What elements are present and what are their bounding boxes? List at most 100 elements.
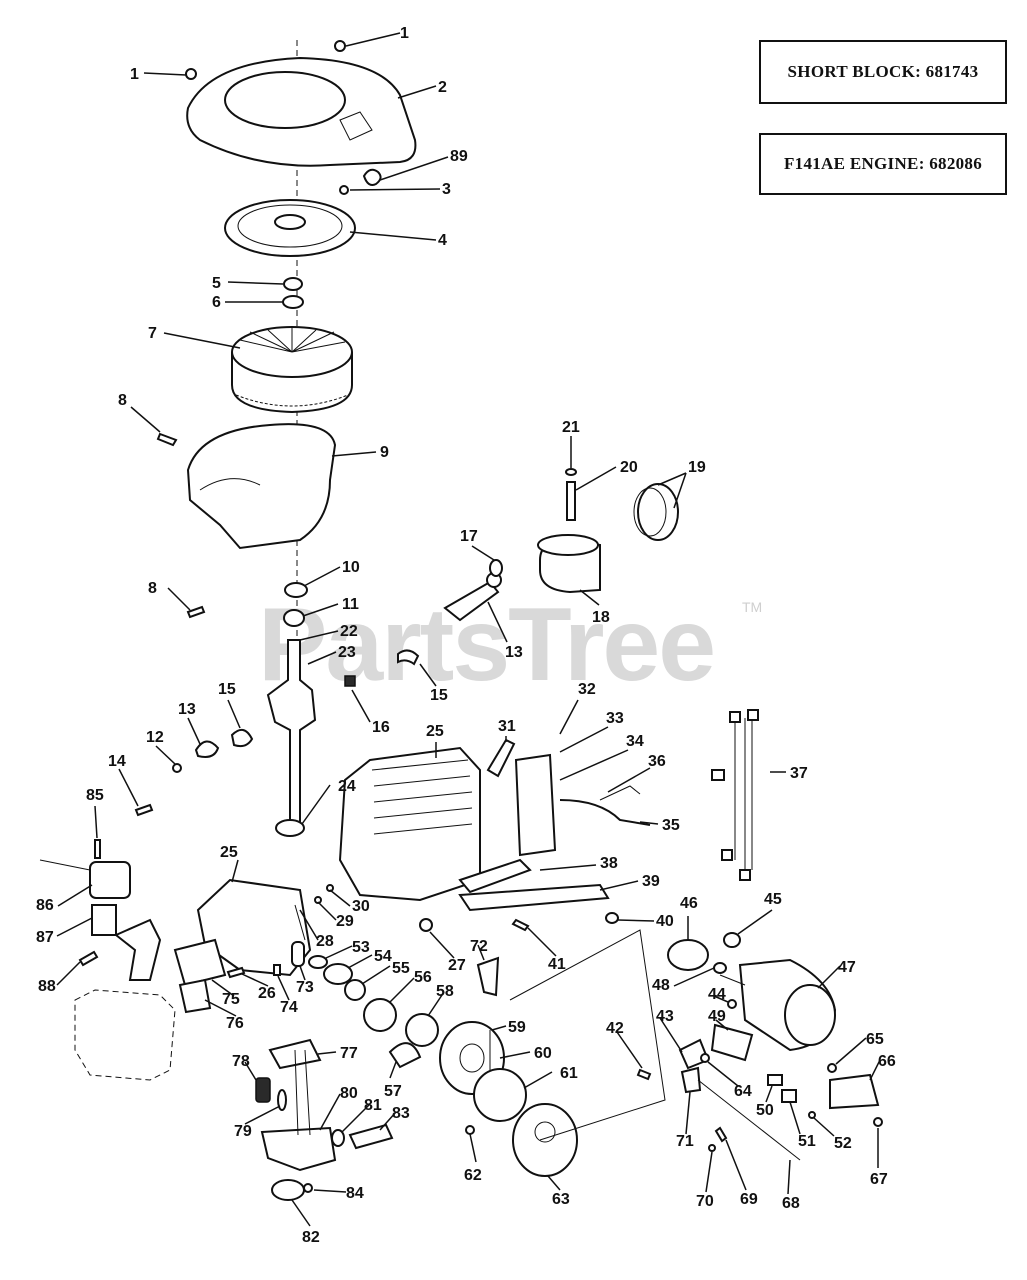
part-screw-85 (94, 839, 101, 859)
part-gear-46 (667, 939, 709, 971)
callout-85: 85 (86, 787, 104, 804)
part-spring-78 (255, 1077, 271, 1103)
callout-13b: 13 (178, 701, 196, 718)
callout-13a: 13 (505, 644, 523, 661)
part-link-36 (599, 785, 641, 801)
part-blower-housing (186, 56, 417, 167)
part-rings-19 (633, 483, 679, 541)
callout-80: 80 (340, 1085, 358, 1102)
callout-77: 77 (340, 1045, 358, 1062)
short-block-label: SHORT BLOCK: (787, 62, 922, 81)
part-gear-56 (363, 998, 397, 1032)
callout-54: 54 (374, 948, 392, 965)
callout-53: 53 (352, 939, 370, 956)
callout-3: 3 (442, 181, 451, 198)
callout-68: 68 (782, 1195, 800, 1212)
part-starter-motor-47 (719, 958, 837, 1052)
part-linkage-71 (680, 1066, 702, 1094)
callout-82: 82 (302, 1229, 320, 1246)
part-seal-82 (271, 1179, 305, 1201)
part-screw-41 (511, 918, 530, 932)
part-gasket-28 (294, 904, 306, 941)
callout-10: 10 (342, 559, 360, 576)
part-bushing-54 (323, 963, 353, 985)
callout-35: 35 (662, 817, 680, 834)
part-nut-51 (781, 1089, 797, 1103)
part-screw-8b (186, 605, 206, 619)
part-screw-67 (873, 1117, 883, 1127)
callout-50: 50 (756, 1102, 774, 1119)
callout-49: 49 (708, 1008, 726, 1025)
callout-84: 84 (346, 1185, 364, 1202)
engine-label: F141AE ENGINE: (783, 154, 925, 173)
callout-7: 7 (148, 325, 157, 342)
part-screw-1b (185, 68, 197, 80)
callout-46: 46 (680, 895, 698, 912)
callout-87: 87 (36, 929, 54, 946)
part-cup-79 (277, 1089, 287, 1111)
callout-89: 89 (450, 148, 468, 165)
callout-52: 52 (834, 1135, 852, 1152)
callout-12: 12 (146, 729, 164, 746)
part-bracket-38 (458, 858, 532, 894)
callout-55: 55 (392, 960, 410, 977)
callout-66: 66 (878, 1053, 896, 1070)
part-plunger-83 (348, 1123, 394, 1150)
part-cable-68 (697, 1079, 801, 1161)
part-nut-45 (723, 932, 741, 948)
callout-51: 51 (798, 1133, 816, 1150)
part-screw-64 (700, 1053, 710, 1063)
part-screw-62 (465, 1125, 475, 1135)
part-bracket-49 (710, 1023, 754, 1062)
part-screw-84 (303, 1183, 313, 1193)
watermark: PartsTree TM (258, 587, 762, 703)
part-washer-5 (283, 277, 303, 291)
leader-lines (56, 32, 881, 1227)
callout-45: 45 (764, 891, 782, 908)
callout-59: 59 (508, 1019, 526, 1036)
callout-32: 32 (578, 681, 596, 698)
bracket-outline-line (509, 929, 666, 1141)
callout-58: 58 (436, 983, 454, 1000)
callout-numbers: 1 1 2 89 3 4 5 6 7 8 9 10 8 11 22 23 16 … (36, 25, 896, 1246)
callout-69: 69 (740, 1191, 758, 1208)
part-piston-18 (537, 534, 601, 594)
part-spring-55 (344, 979, 366, 1001)
callout-26: 26 (258, 985, 276, 1002)
callout-83: 83 (392, 1105, 410, 1122)
short-block-value: 681743 (925, 62, 979, 81)
callout-14: 14 (108, 753, 126, 770)
callout-57: 57 (384, 1083, 402, 1100)
callout-47: 47 (838, 959, 856, 976)
part-spring-61 (473, 1068, 527, 1122)
part-pin-74 (273, 964, 281, 976)
part-lever-35 (559, 799, 651, 826)
part-tube-76 (178, 978, 212, 1014)
part-bearing-11 (283, 609, 305, 627)
callout-48: 48 (652, 977, 670, 994)
engine-value: 682086 (929, 154, 983, 173)
part-piston-pin-20 (566, 481, 576, 521)
part-rod-72 (476, 956, 500, 997)
callout-81: 81 (364, 1097, 382, 1114)
callout-18: 18 (592, 609, 610, 626)
callout-75: 75 (222, 991, 240, 1008)
callout-4: 4 (438, 232, 447, 249)
part-gasket-57 (388, 1042, 422, 1069)
engine-box: F141AE ENGINE: 682086 (759, 133, 1007, 195)
part-seal-27 (419, 918, 433, 932)
part-clip-69 (714, 1126, 728, 1143)
callout-25a: 25 (426, 723, 444, 740)
part-nut-6 (282, 295, 304, 309)
part-screw-30 (326, 884, 334, 892)
part-rod-cap-13b (194, 740, 220, 758)
part-screw-42 (636, 1068, 652, 1081)
part-retainer-21 (565, 468, 577, 476)
part-bracket-66 (829, 1073, 880, 1110)
callout-1b: 1 (130, 66, 139, 83)
callout-73: 73 (296, 979, 314, 996)
part-screw-65 (827, 1063, 837, 1073)
callout-33: 33 (606, 710, 624, 727)
short-block-box: SHORT BLOCK: 681743 (759, 40, 1007, 104)
